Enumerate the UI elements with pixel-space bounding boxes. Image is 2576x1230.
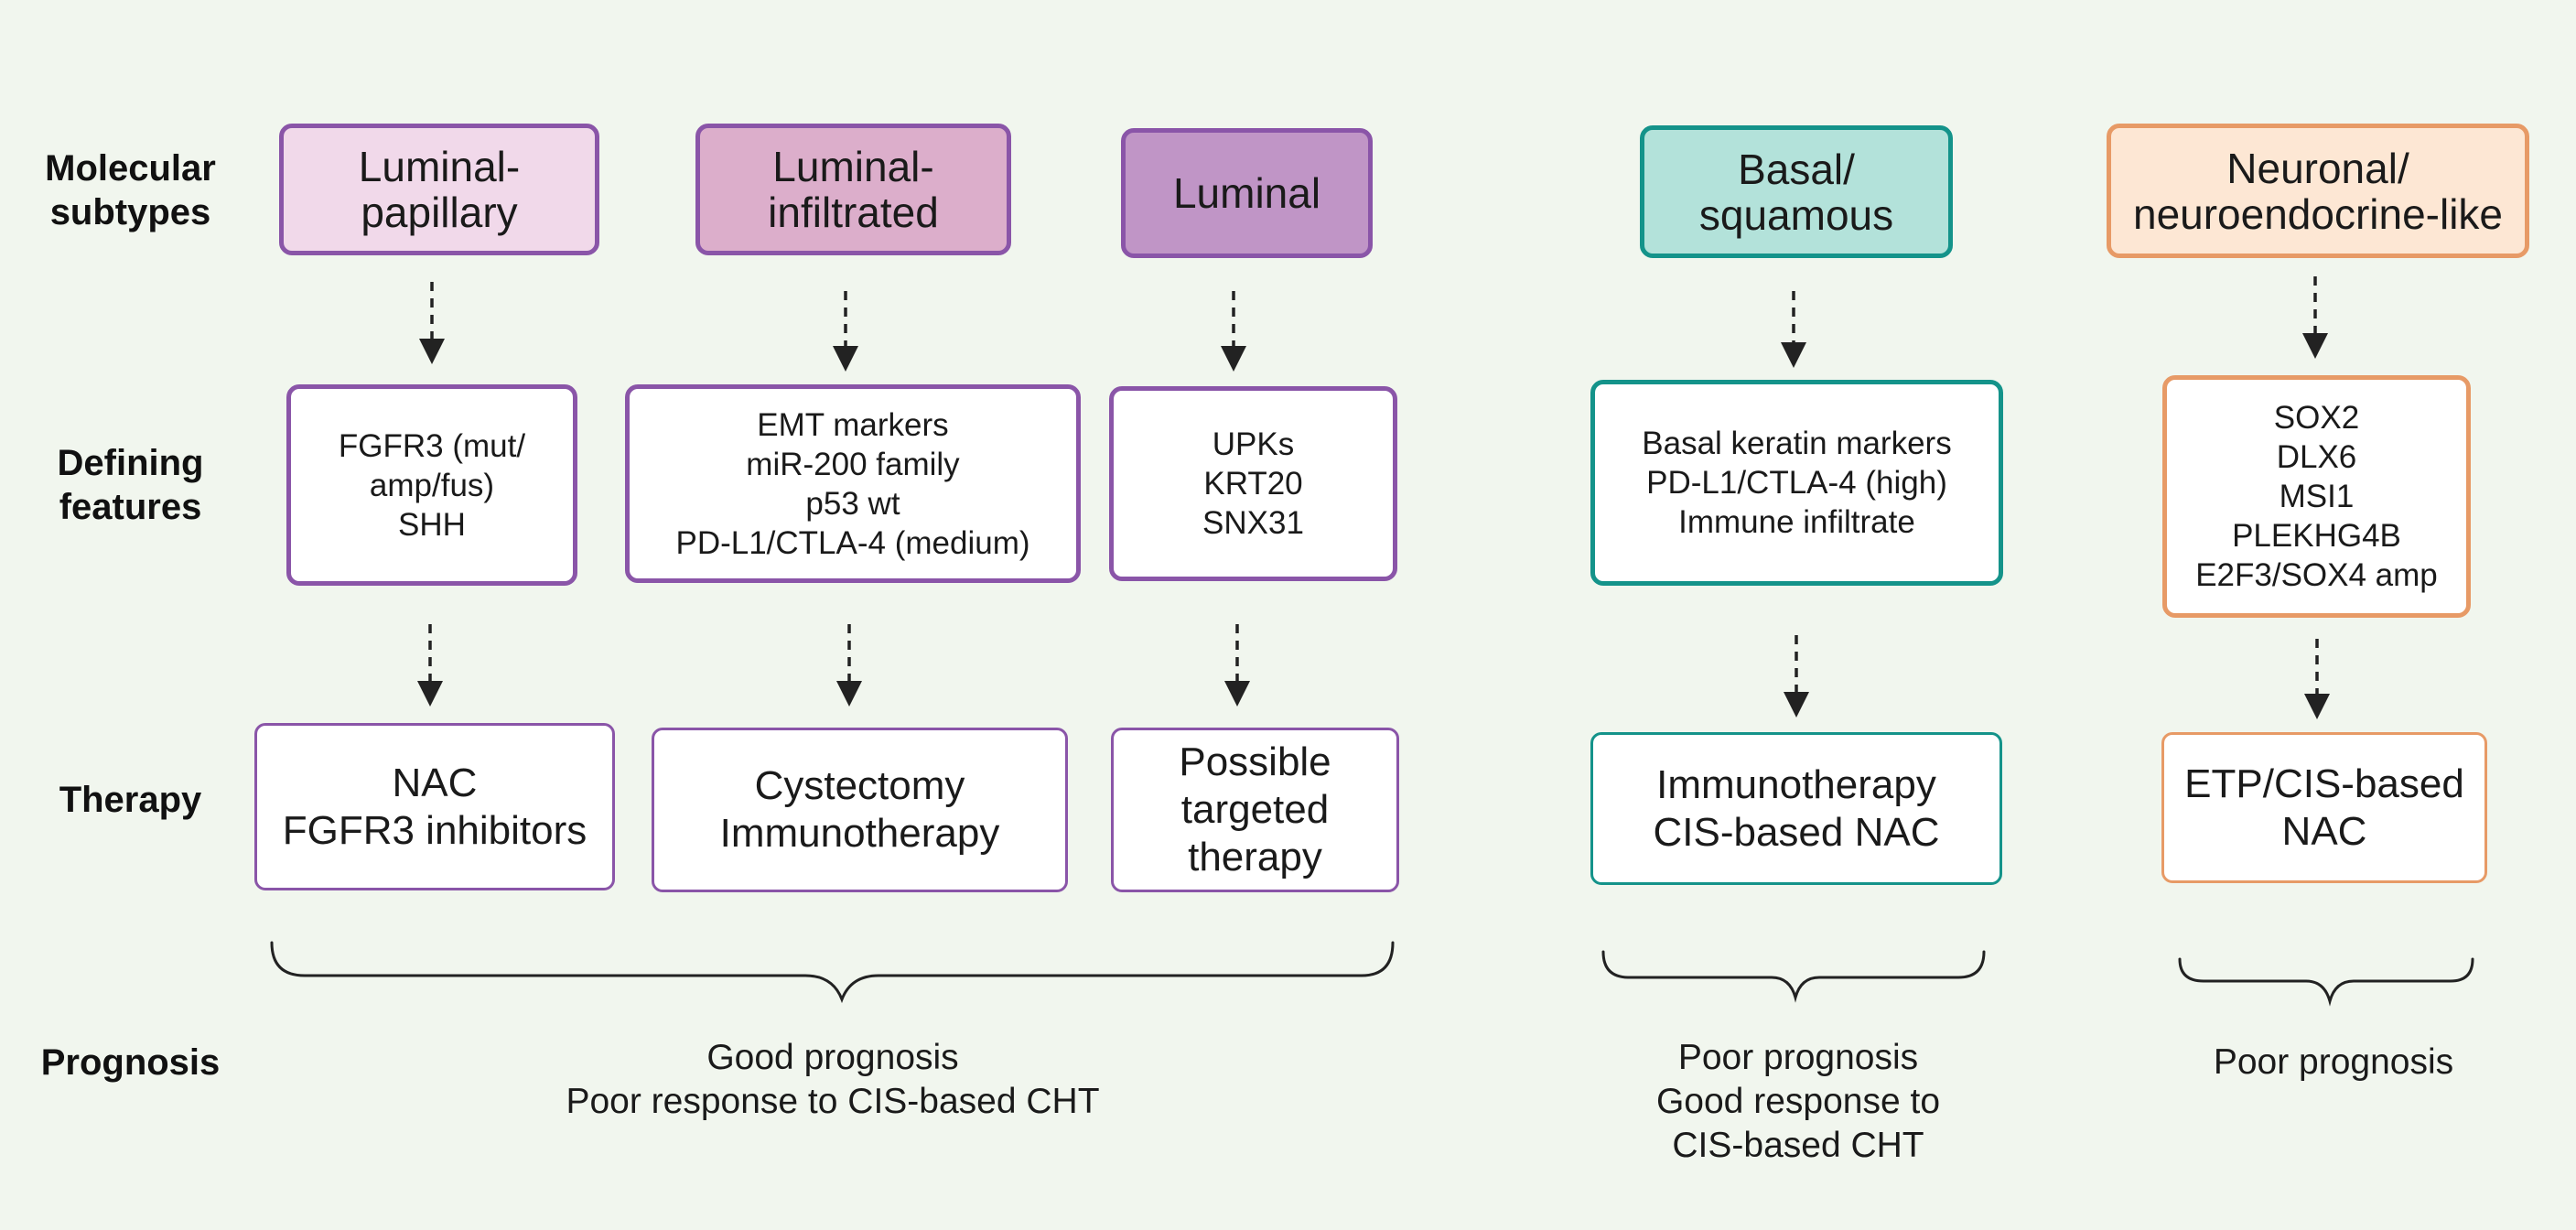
subtype-box-neuronal: Neuronal/ neuroendocrine-like xyxy=(2107,124,2529,258)
therapy-box-luminal-infiltrated: Cystectomy Immunotherapy xyxy=(652,728,1068,892)
row-label-molecular-subtypes: Molecular subtypes xyxy=(45,148,216,232)
row-label-therapy: Therapy xyxy=(59,780,202,820)
features-box-neuronal: SOX2 DLX6 MSI1 PLEKHG4B E2F3/SOX4 amp xyxy=(2162,375,2471,618)
subtype-box-basal-squamous: Basal/ squamous xyxy=(1640,125,1953,258)
features-box-luminal-infiltrated: EMT markers miR-200 family p53 wt PD-L1/… xyxy=(625,384,1081,583)
therapy-box-luminal-papillary: NAC FGFR3 inhibitors xyxy=(254,723,615,890)
therapy-box-luminal: Possible targeted therapy xyxy=(1111,728,1399,892)
features-box-luminal-papillary: FGFR3 (mut/ amp/fus) SHH xyxy=(286,384,577,586)
prognosis-luminal-group: Good prognosis Poor response to CIS-base… xyxy=(566,1038,1100,1121)
brace-luminal-group xyxy=(270,941,1395,1004)
row-label-prognosis: Prognosis xyxy=(40,1042,221,1083)
therapy-box-neuronal: ETP/CIS-based NAC xyxy=(2161,732,2487,883)
features-box-luminal: UPKs KRT20 SNX31 xyxy=(1109,386,1397,581)
brace-neuronal xyxy=(2178,957,2474,1007)
therapy-box-basal-squamous: Immunotherapy CIS-based NAC xyxy=(1590,732,2002,885)
brace-basal-squamous xyxy=(1601,950,1986,1003)
subtype-box-luminal-infiltrated: Luminal- infiltrated xyxy=(695,124,1011,255)
features-box-basal-squamous: Basal keratin markers PD-L1/CTLA-4 (high… xyxy=(1590,380,2003,586)
prognosis-neuronal: Poor prognosis xyxy=(2213,1042,2454,1082)
row-label-defining-features: Defining features xyxy=(57,443,204,527)
subtype-box-luminal: Luminal xyxy=(1121,128,1373,258)
subtype-box-luminal-papillary: Luminal- papillary xyxy=(279,124,599,255)
prognosis-basal-squamous: Poor prognosis Good response to CIS-base… xyxy=(1655,1038,1941,1165)
